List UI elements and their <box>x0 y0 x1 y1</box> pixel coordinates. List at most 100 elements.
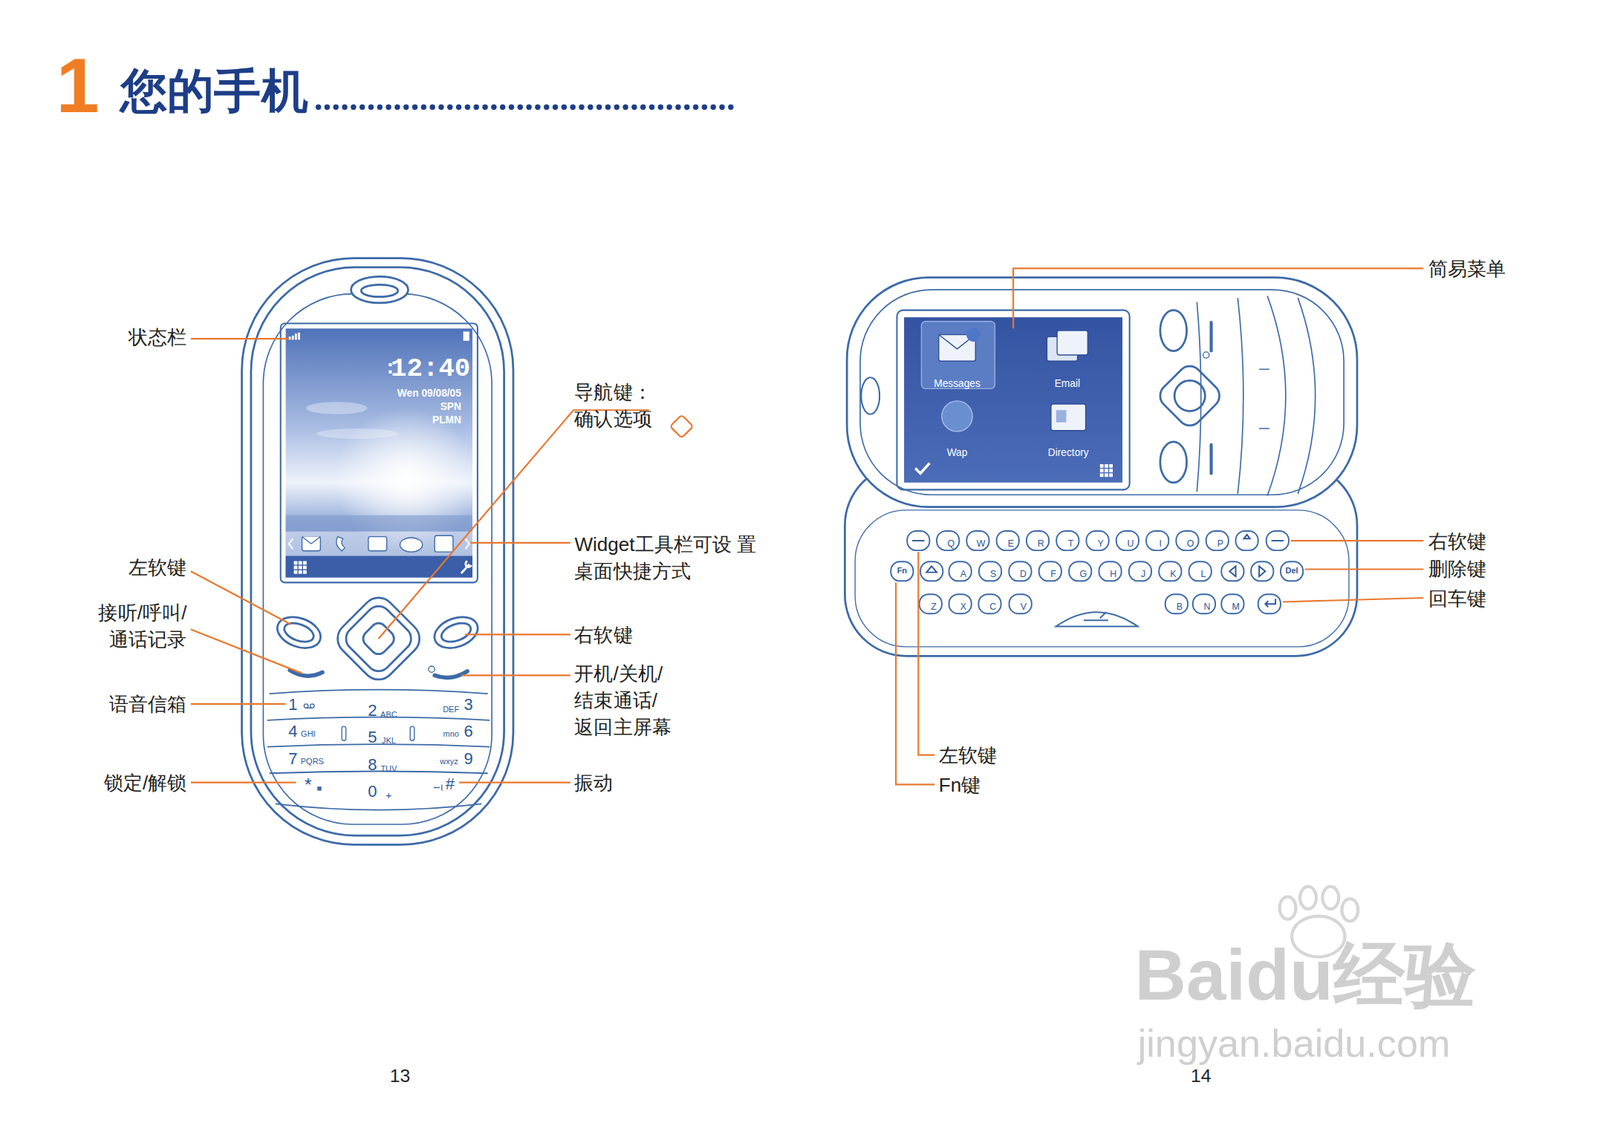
key-label: Del <box>1285 567 1299 576</box>
key-label: K <box>1169 569 1176 579</box>
leader-dot <box>385 104 391 110</box>
menu-item-label: Email <box>1054 378 1081 390</box>
chapter-number: 1 <box>56 46 100 125</box>
leader-dot <box>727 104 734 110</box>
keyboard-key <box>1039 561 1062 581</box>
keyboard-key <box>1009 594 1032 614</box>
leader-dot <box>456 104 462 110</box>
leader-line <box>459 782 571 784</box>
leader-dot <box>561 104 567 110</box>
leader-dot <box>447 104 453 110</box>
page-number: 14 <box>1190 1067 1212 1086</box>
keypad-label: JKL <box>381 737 396 746</box>
leader-dot <box>710 104 717 110</box>
end-key <box>434 671 468 679</box>
callout-label: 右软键 <box>574 622 633 650</box>
call-key <box>1210 322 1213 351</box>
leader-dot <box>684 104 690 110</box>
leader-dot <box>333 104 339 110</box>
keyboard-key <box>978 594 1001 614</box>
leader-line <box>1290 540 1424 542</box>
menu-grid-icon <box>294 561 307 575</box>
callout-label: 左软键 <box>128 554 187 582</box>
keyboard-key <box>1258 594 1281 614</box>
carrier-text: PLMN <box>432 414 462 427</box>
slider-phone <box>844 277 1358 657</box>
earpiece-slot <box>361 284 398 297</box>
keyboard-key <box>1056 531 1079 551</box>
space-key <box>1056 612 1138 627</box>
keypad-line <box>269 771 489 775</box>
date-text: Wen 09/08/05 <box>397 387 462 400</box>
keyboard-key <box>1280 561 1303 581</box>
screen <box>903 317 1123 483</box>
body-tick <box>1259 369 1270 429</box>
leader-line <box>190 337 289 340</box>
leader-dot <box>569 104 575 110</box>
callout-label: 语音信箱 <box>109 691 187 719</box>
phone-rim <box>251 267 505 836</box>
clock-text: 12:40 <box>390 355 471 382</box>
keyboard-key <box>966 531 989 551</box>
end-key <box>1210 444 1213 474</box>
leader-line <box>1013 268 1424 329</box>
leader-dot <box>315 104 321 110</box>
key-label: Q <box>947 539 955 549</box>
keyboard-key <box>920 561 943 581</box>
keypad-label: PQRS <box>300 758 324 767</box>
right-softkey <box>430 611 483 654</box>
phone-face <box>262 294 492 825</box>
key-symbol <box>912 540 925 542</box>
keypad-line <box>269 690 489 694</box>
keyboard-key <box>1165 594 1188 614</box>
key-symbol <box>1229 566 1236 577</box>
nav-key-symbol <box>670 415 694 439</box>
keypad-label: # <box>445 776 455 793</box>
leader-dot <box>649 104 655 110</box>
leader-dot <box>324 104 330 110</box>
leader-dot <box>341 104 347 110</box>
callout-label: 状态栏 <box>128 324 187 352</box>
screen-frame <box>280 323 478 583</box>
widget-arrow <box>464 538 469 549</box>
keypad-label: 5 <box>367 729 377 746</box>
key-label: T <box>1068 539 1075 549</box>
keyboard-key <box>949 594 972 614</box>
leader-dot <box>490 104 497 110</box>
callout-label: 振动 <box>574 770 613 798</box>
keypad-label: 3 <box>463 696 473 714</box>
leader-line <box>190 703 286 705</box>
leader-dot <box>675 104 681 110</box>
leader-dot <box>482 104 488 110</box>
watermark: Baidu经验 <box>1135 936 1476 1016</box>
key-label: L <box>1200 569 1206 579</box>
leader-dot <box>543 104 549 110</box>
key-label: D <box>1019 569 1027 579</box>
key-divider <box>410 726 414 741</box>
keypad-label: 7 <box>288 750 298 768</box>
leader-dot <box>622 104 628 110</box>
key-symbol <box>1264 598 1276 607</box>
signal-icon <box>288 332 301 341</box>
key-label: U <box>1127 539 1135 549</box>
left-softkey-inner <box>281 619 316 646</box>
power-icon <box>1203 352 1210 359</box>
selected-tile <box>921 321 995 390</box>
leader-dot <box>394 104 400 110</box>
leader-dot <box>605 104 611 110</box>
key-label: B <box>1176 602 1183 612</box>
keypad-line <box>275 803 482 810</box>
nav-key-center <box>359 620 398 659</box>
leader-line <box>464 633 570 636</box>
leader-dot <box>719 104 725 110</box>
chapter-title: 您的手机 <box>120 63 309 120</box>
key-label: A <box>960 569 967 579</box>
key-label: R <box>1037 539 1045 549</box>
callout-label: 左软键 <box>938 742 997 770</box>
menu-grid-icon <box>1100 464 1113 477</box>
leader-dot <box>464 104 471 110</box>
leader-dot <box>534 104 541 110</box>
key-label: S <box>990 569 997 579</box>
leader-dot <box>614 104 620 110</box>
keypad-label: 6 <box>463 723 473 740</box>
